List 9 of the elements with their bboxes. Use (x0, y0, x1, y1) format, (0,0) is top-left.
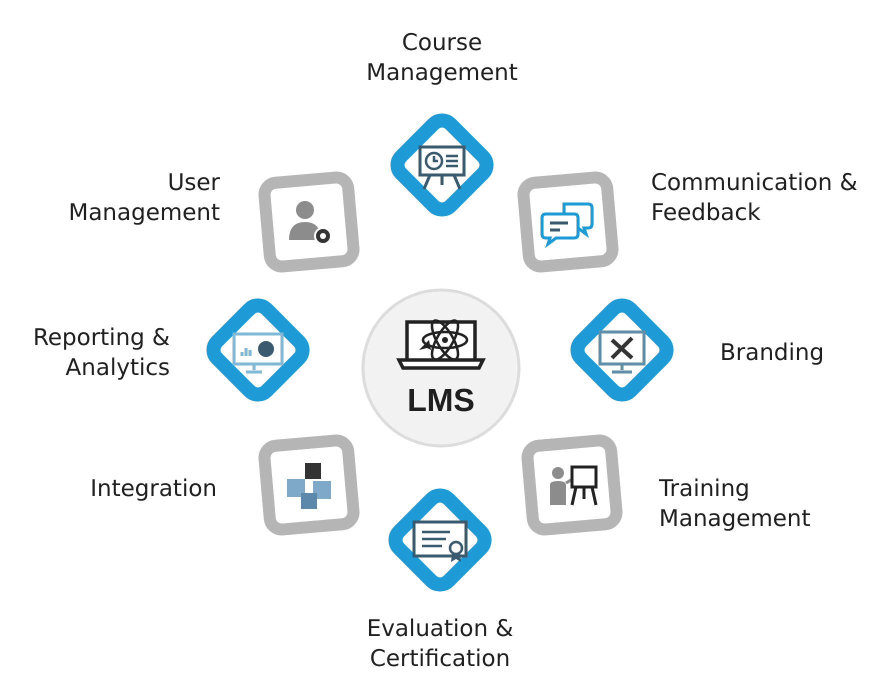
feature-label: Course Management (365, 29, 519, 88)
feature-label: Communication & Feedback (651, 169, 859, 228)
feature-label: Reporting & Analytics (32, 324, 170, 383)
feature-label: Integration (89, 475, 217, 504)
feature-label: Evaluation & Certification (366, 615, 514, 674)
feature-label: Branding (720, 339, 826, 368)
hub-title: LMS (406, 382, 476, 418)
feature-label: Training Management (659, 475, 812, 534)
feature-label: User Management (67, 169, 220, 228)
